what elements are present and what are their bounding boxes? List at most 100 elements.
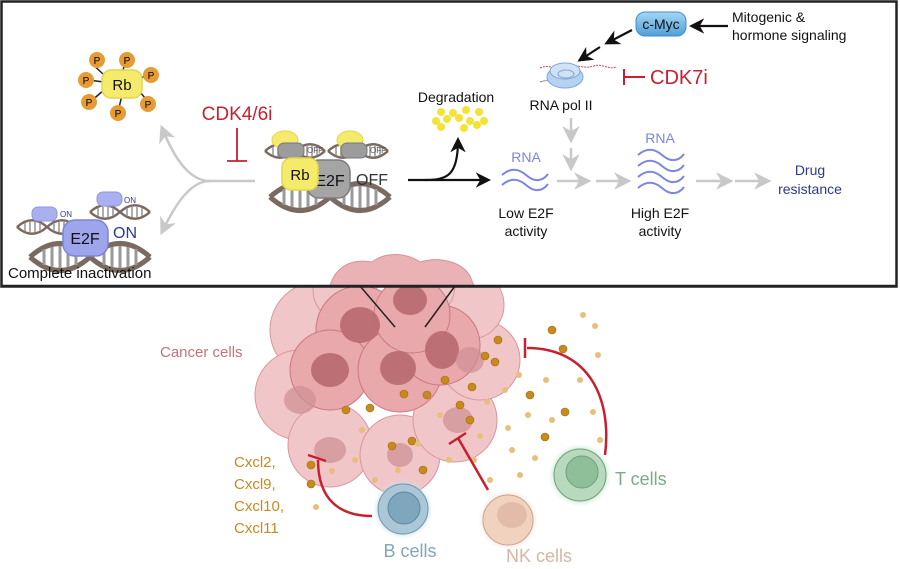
svg-text:P: P [145,100,152,111]
phosphate-groups: P P P P P P P [78,52,159,121]
rb-box [101,69,143,99]
svg-text:P: P [115,109,122,120]
t-cells-label: T cells [615,469,667,489]
phosphate-icon: P [119,52,135,68]
svg-text:OFF: OFF [356,172,388,189]
phosphate-icon: P [81,94,97,110]
chemokine-dot [387,441,397,451]
svg-text:Degradation: Degradation [418,89,494,105]
phosphate-icon: P [78,72,94,88]
svg-text:resistance: resistance [778,181,842,197]
nk-cells-label: NK cells [506,546,572,566]
phosphate-icon: P [89,52,105,68]
degradation: Degradation [418,89,494,132]
main-black-arrows [408,136,492,188]
chemokine-dot [446,457,452,463]
chemokine-dot [549,417,555,423]
high-e2f-activity: RNA High E2F activity [631,130,689,239]
t-cell: T cells [548,443,667,507]
degraded-fragments [432,106,488,132]
chemokine-dot [437,412,443,418]
svg-text:Cxcl10,: Cxcl10, [234,498,284,515]
chemokine-dot [595,352,601,358]
svg-text:OFF: OFF [370,146,386,155]
svg-text:E2F: E2F [70,231,100,248]
chemokine-dot [395,467,401,473]
svg-text:Mitogenic &: Mitogenic & [732,9,806,25]
svg-text:Rb: Rb [290,167,309,184]
chemokine-dot [547,325,557,335]
phosphate-icon: P [140,96,156,112]
chemokine-dot [543,377,549,383]
svg-text:ON: ON [60,210,72,219]
chemokine-dot [352,457,358,463]
svg-text:P: P [86,98,93,109]
chemokine-dot [505,425,511,431]
svg-text:RNA: RNA [511,149,541,165]
chemokine-dot [365,403,375,413]
rna-pol-ii: RNA pol II [529,62,617,113]
svg-text:Cxcl2,: Cxcl2, [234,454,276,471]
svg-text:Cxcl11: Cxcl11 [234,520,279,537]
phosphorylated-rb: Rb P P P P P P P [78,52,159,121]
chemokine-dot [590,409,596,415]
chemokine-dot [477,433,483,439]
svg-text:ON: ON [124,196,136,205]
chemokine-dot [313,504,319,510]
rb-e2f-off-complex: OFF OFF E2F Rb OFF [263,130,390,211]
cmyc: c-Myc [635,11,687,37]
chemokines-label: Cxcl2, Cxcl9, Cxcl10, Cxcl11 [234,454,284,537]
chemokine-dot [465,415,475,425]
svg-text:P: P [124,56,131,67]
e2f-on-complex: ON ON E2F ON Complete inactivation [8,191,151,282]
chemokine-dot [517,472,523,478]
chemokine-dot [560,407,570,417]
chemokine-dot [580,312,586,318]
complete-inactivation-label: Complete inactivation [8,265,151,282]
chemokine-dot [516,372,522,378]
b-cell: B cells [373,479,437,561]
svg-text:activity: activity [639,223,682,239]
phosphate-icon: P [110,105,126,121]
phosphate-icon: P [143,67,159,83]
svg-text:Cxcl9,: Cxcl9, [234,476,276,493]
top-panel-frame [0,0,898,288]
chemokine-dot [455,400,465,410]
rb-label: Rb [112,77,131,94]
svg-text:ON: ON [113,225,137,242]
chemokine-dot [359,427,365,433]
b-cell-inhibition-arc [316,459,373,518]
chemokine-dot [415,441,421,447]
chemokine-dot [487,477,493,483]
chemokine-dot [490,357,500,367]
chemokine-dot [399,389,409,399]
svg-text:P: P [94,56,101,67]
svg-text:hormone signaling: hormone signaling [732,27,846,43]
svg-text:OFF: OFF [307,146,323,155]
cdk46-inhibitor: CDK4/6i [202,104,272,162]
svg-text:c-Myc: c-Myc [642,16,679,32]
chemokine-dot [341,405,351,415]
chemokine-dot [480,351,490,361]
svg-text:P: P [148,71,155,82]
chemokine-dot [306,479,316,489]
chemokine-dot [525,412,531,418]
chemokine-dot [597,437,603,443]
chemokine-dot [372,477,378,483]
chemokine-dot [407,436,417,446]
t-cell-inhibition-arc [526,346,608,456]
chemokine-dot [532,455,538,461]
nk-cell: NK cells [478,490,572,566]
chemokine-dot [502,387,508,393]
chemokine-dot [329,468,335,474]
chemokine-dot [509,447,515,453]
zoom-callout-lines [359,285,456,328]
svg-text:P: P [83,76,90,87]
branch-arrows [159,124,255,236]
svg-text:E2F: E2F [315,173,345,190]
svg-text:RNA pol II: RNA pol II [529,97,592,113]
gray-flow-arrows [557,118,772,190]
chemokine-dot [577,377,583,383]
svg-text:Low E2F: Low E2F [498,205,553,221]
